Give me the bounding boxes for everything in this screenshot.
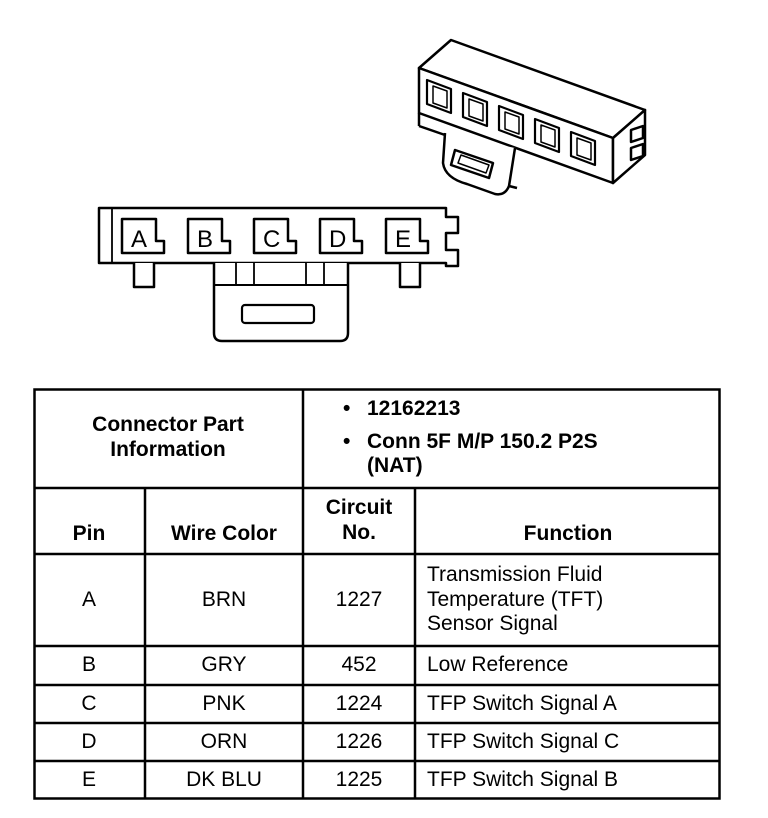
part-info-label-line: Connector Part bbox=[92, 413, 244, 437]
part-info-list: •12162213 •Conn 5F M/P 150.2 P2S (NAT) bbox=[303, 388, 721, 488]
connector-description: Conn 5F M/P 150.2 P2S (NAT) bbox=[367, 429, 598, 478]
cell-pin: E bbox=[81, 767, 96, 791]
cell-function: TFP Switch Signal A bbox=[427, 691, 617, 715]
header-pin: Pin bbox=[72, 521, 106, 545]
header-circuit-line: Circuit bbox=[325, 496, 393, 520]
cell-wire-color: BRN bbox=[201, 587, 247, 611]
function-line: Temperature (TFT) bbox=[427, 587, 604, 611]
connector-pinout-table: Connector Part Information •12162213 •Co… bbox=[33, 388, 721, 800]
cell-circuit: 1227 bbox=[335, 587, 383, 611]
cell-pin: B bbox=[81, 653, 96, 677]
header-circuit-line: No. bbox=[342, 521, 376, 544]
table-grid bbox=[33, 388, 721, 800]
header-circuit-no: Circuit No. bbox=[303, 488, 415, 554]
cell-circuit: 1226 bbox=[335, 729, 383, 753]
connector-face-view: A B C D E bbox=[97, 206, 460, 343]
connector-isometric-view bbox=[417, 38, 647, 196]
pin-cavity-b: B bbox=[186, 217, 232, 255]
part-number: 12162213 bbox=[367, 396, 461, 420]
pin-cavity-d: D bbox=[318, 217, 364, 255]
cell-pin: C bbox=[81, 691, 97, 715]
cell-function: TFP Switch Signal B bbox=[427, 767, 619, 791]
pin-label: D bbox=[329, 226, 346, 253]
cell-circuit: 452 bbox=[341, 653, 377, 677]
function-line: Transmission Fluid bbox=[427, 562, 603, 586]
part-info-label-line: Information bbox=[110, 438, 226, 461]
pin-label: B bbox=[197, 226, 213, 253]
cell-pin: D bbox=[81, 729, 97, 753]
cell-wire-color: ORN bbox=[200, 729, 248, 753]
pin-label: E bbox=[395, 226, 411, 253]
cell-pin: A bbox=[81, 587, 96, 611]
header-wire-color: Wire Color bbox=[171, 521, 277, 545]
cell-function: Transmission Fluid Temperature (TFT) Sen… bbox=[415, 554, 721, 646]
part-info-item: •12162213 bbox=[343, 396, 461, 420]
cell-function: TFP Switch Signal C bbox=[427, 729, 620, 753]
cell-wire-color: GRY bbox=[201, 653, 247, 677]
part-info-item: •Conn 5F M/P 150.2 P2S (NAT) bbox=[343, 430, 617, 480]
cell-circuit: 1224 bbox=[335, 691, 383, 715]
cell-wire-color: PNK bbox=[202, 691, 246, 715]
pin-label: C bbox=[263, 226, 280, 253]
pin-cavity-a: A bbox=[120, 217, 166, 255]
header-function: Function bbox=[523, 521, 613, 545]
pin-cavity-c: C bbox=[252, 217, 298, 255]
pin-label: A bbox=[131, 226, 147, 253]
cell-function: Low Reference bbox=[427, 653, 569, 677]
function-line: Sensor Signal bbox=[427, 612, 558, 636]
pin-cavity-e: E bbox=[384, 217, 430, 255]
part-info-label: Connector Part Information bbox=[33, 388, 303, 488]
cell-wire-color: DK BLU bbox=[186, 767, 262, 791]
cell-circuit: 1225 bbox=[335, 767, 383, 791]
